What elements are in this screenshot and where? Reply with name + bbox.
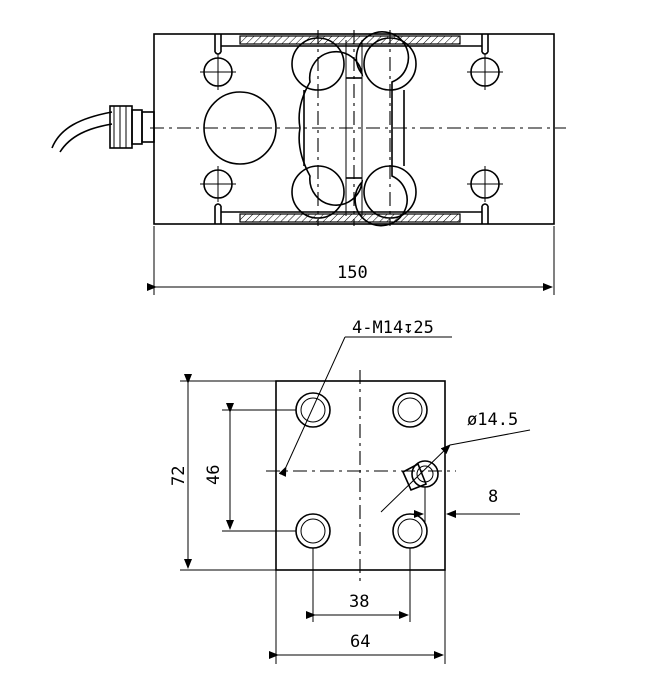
hole-diameter: ø14.5	[467, 410, 518, 430]
dim-width-outer: 64	[350, 632, 370, 652]
thread-hole	[392, 392, 428, 428]
cable	[51, 111, 113, 149]
dim-length: 150	[337, 263, 368, 283]
dim-offset: 8	[488, 487, 498, 507]
mount-hole	[200, 54, 236, 90]
thread-hole	[295, 513, 331, 549]
dim-height-outer: 72	[169, 466, 189, 486]
top-view: 150	[51, 30, 566, 295]
thread-hole	[392, 513, 428, 549]
cable-gland	[109, 105, 155, 149]
dim-width-inner: 38	[349, 592, 369, 612]
dim-height-inner: 46	[204, 465, 224, 485]
thread-hole	[295, 392, 331, 428]
mount-hole	[467, 166, 503, 202]
bottom-view: 4-M14↧25 ø14.5 72 46 8 38 64	[169, 318, 531, 664]
seal-strip-top	[239, 35, 461, 45]
seal-strip-bottom	[239, 213, 461, 223]
thread-callout: 4-M14↧25	[352, 318, 434, 338]
mount-hole	[200, 166, 236, 202]
mount-hole	[467, 54, 503, 90]
